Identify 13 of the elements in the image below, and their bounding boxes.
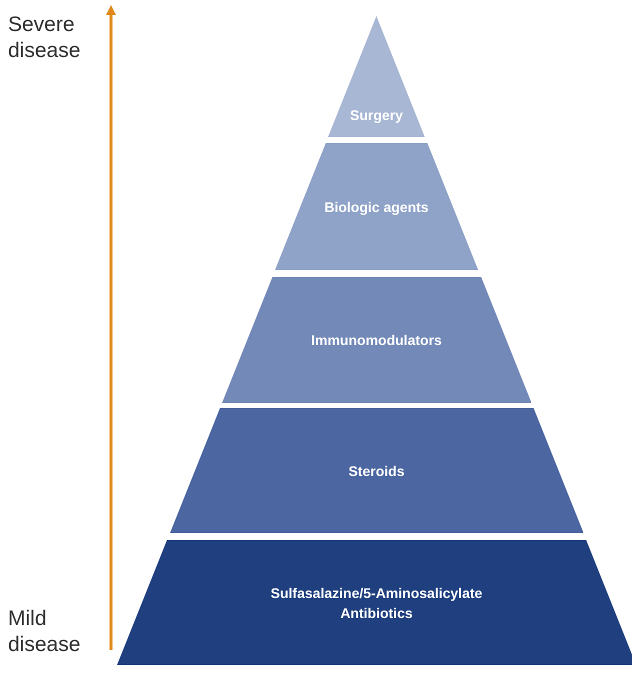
tier-label: Biologic agents <box>324 198 429 214</box>
pyramid-tier <box>328 16 425 137</box>
tier-label: Immunomodulators <box>311 332 442 348</box>
pyramid-tier <box>274 143 478 270</box>
tier-label: Surgery <box>350 107 403 123</box>
severity-label: Severe disease <box>8 12 82 64</box>
pyramid-tier <box>170 408 584 533</box>
pyramid-tier <box>116 540 632 665</box>
tier-label: Sulfasalazine/5-Aminosalicylate <box>270 584 482 600</box>
severity-label: Mild disease <box>8 606 82 658</box>
tier-label: Steroids <box>348 462 404 478</box>
tier-label: Antibiotics <box>340 604 413 620</box>
pyramid-tier <box>222 277 532 403</box>
